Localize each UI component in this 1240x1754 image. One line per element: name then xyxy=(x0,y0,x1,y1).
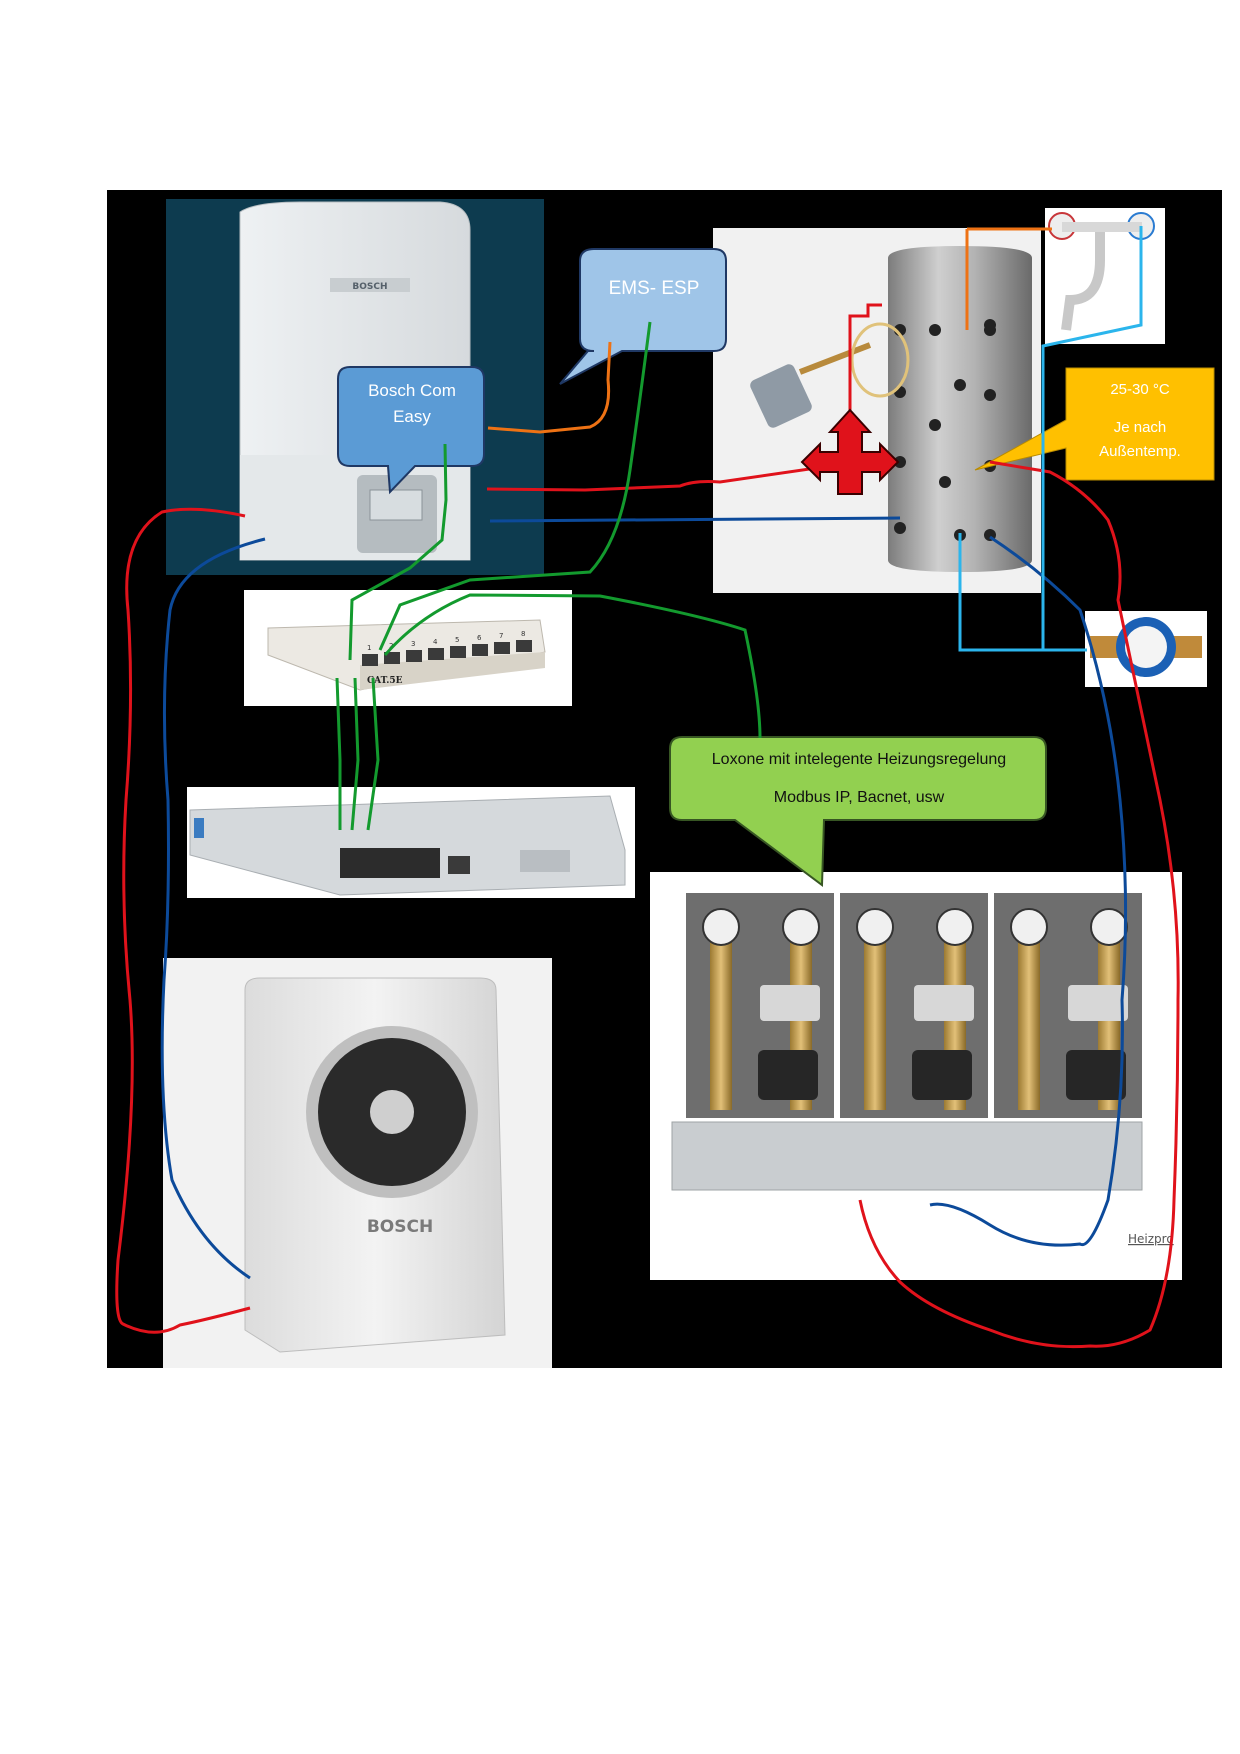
water-meter-device xyxy=(1085,611,1207,687)
bosch-com-callout: Bosch Com Easy xyxy=(340,378,484,431)
loxone-callout-bubble xyxy=(669,736,1047,887)
port-number: 8 xyxy=(521,630,525,638)
loxone-callout: Loxone mit intelegente Heizungsregelung … xyxy=(672,748,1046,810)
ems-esp-callout: EMS- ESP xyxy=(582,274,726,303)
red-double-arrow xyxy=(800,408,900,495)
water-tap-device xyxy=(1045,208,1165,344)
temperature-callout: 25-30 °C Je nach Außentemp. xyxy=(1066,378,1214,464)
loxone-label-line1: Loxone mit intelegente Heizungsregelung xyxy=(711,751,1007,768)
patch-ports: 1 2 3 4 5 6 7 8 xyxy=(362,630,532,666)
pump-group-manifold-device: Heizpro xyxy=(650,872,1182,1280)
port-number: 1 xyxy=(367,644,371,652)
port-number: 3 xyxy=(411,640,415,648)
patch-panel-label: CAT.5E xyxy=(367,676,403,686)
red-supply-lines xyxy=(115,303,1180,1349)
orange-cables xyxy=(487,227,1052,434)
patch-panel-device: 1 2 3 4 5 6 7 8 CAT.5E xyxy=(244,590,572,706)
network-switch-device xyxy=(187,787,635,898)
temperature-note-line2: Außentemp. xyxy=(1099,443,1181,460)
bosch-com-callout-bubble xyxy=(337,366,485,495)
temperature-note-line1: Je nach xyxy=(1113,419,1167,436)
ems-esp-label: EMS- ESP xyxy=(608,278,700,299)
blue-return-lines xyxy=(160,516,1128,1280)
temperature-callout-bubble xyxy=(974,367,1215,481)
loxone-label-line2: Modbus IP, Bacnet, usw xyxy=(773,789,945,806)
cyan-water-lines xyxy=(958,226,1143,652)
boiler-brand-label: BOSCH xyxy=(352,282,387,292)
bosch-com-label-line2: Easy xyxy=(393,407,431,427)
port-number: 6 xyxy=(477,634,482,642)
port-number: 4 xyxy=(433,638,438,646)
heizpr-label: Heizpro xyxy=(1128,1232,1174,1246)
heat-pump-brand-label: BOSCH xyxy=(367,1217,433,1237)
green-network-cables xyxy=(335,321,762,831)
temperature-range-label: 25-30 °C xyxy=(1110,381,1170,398)
bosch-com-label-line1: Bosch Com xyxy=(368,381,456,400)
port-number: 7 xyxy=(499,632,503,640)
port-number: 5 xyxy=(455,636,459,644)
ems-esp-callout-bubble xyxy=(559,248,727,385)
heat-pump-device: BOSCH xyxy=(163,958,552,1368)
hot-water-tank-device xyxy=(713,228,1041,593)
